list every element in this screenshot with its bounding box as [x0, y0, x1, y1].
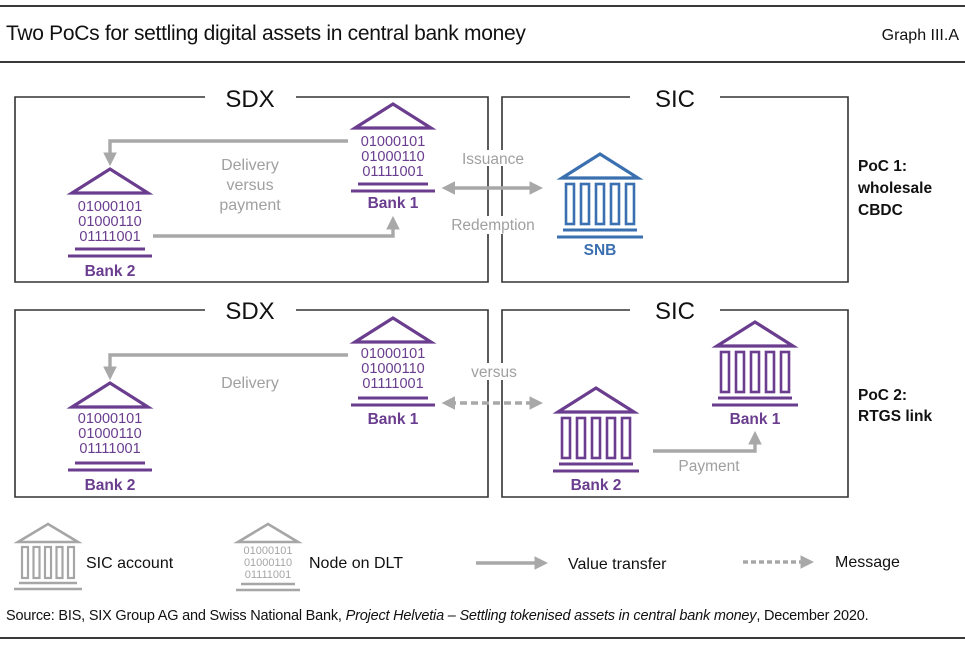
- bank-building-icon: [551, 386, 641, 473]
- poc1-dvp-label-1: Delivery: [221, 157, 279, 174]
- poc1-bank2-code-1: 01000101: [78, 199, 143, 215]
- poc2-sdx-bank1-dlt-node: 01000101 01000110 01111001: [349, 316, 437, 407]
- legend-code-3: 01111001: [245, 569, 292, 581]
- poc2-sdx-title: SDX: [225, 298, 274, 325]
- poc2-bank2-code-2: 01000110: [78, 426, 141, 442]
- poc1-bank1-code-3: 01111001: [362, 164, 423, 180]
- poc2-payment-label: Payment: [678, 458, 740, 475]
- poc1-sdx-box: [14, 96, 489, 283]
- poc1-sic-title: SIC: [655, 86, 695, 113]
- poc1-dvp-label-2: versus: [226, 177, 273, 194]
- bottom-rule: [0, 637, 965, 639]
- poc2-sic-bank1-account: [710, 320, 800, 407]
- poc1-label-3: CBDC: [858, 202, 903, 219]
- poc1-label-2: wholesale: [857, 180, 932, 197]
- label-bg: [448, 216, 540, 234]
- poc1-dvp-label-3: payment: [219, 197, 281, 214]
- poc1-redemption-label: Redemption: [451, 217, 535, 234]
- page-title: Two PoCs for settling digital assets in …: [6, 22, 526, 45]
- legend-message-label: Message: [835, 554, 900, 571]
- poc1-bank1-label: Bank 1: [368, 195, 419, 212]
- poc1-bank1-code-2: 01000110: [361, 149, 424, 165]
- poc2-bank1-code-3: 01111001: [362, 376, 423, 392]
- label-bg: [470, 363, 518, 380]
- poc2-sdx-box: [14, 309, 489, 498]
- poc2-label-2: RTGS link: [858, 408, 932, 425]
- poc2-bank1-code-2: 01000110: [361, 361, 424, 377]
- legend-sic-account: SIC account: [12, 522, 174, 591]
- legend-value-transfer: Value transfer: [476, 556, 667, 573]
- poc1-bank2-code-2: 01000110: [78, 214, 141, 230]
- poc1-bank2-code-3: 01111001: [79, 229, 140, 245]
- source-prefix: Source: BIS, SIX Group AG and Swiss Nati…: [6, 608, 346, 624]
- poc1-payment-arrow: [153, 215, 400, 238]
- header-rule: [0, 61, 965, 63]
- poc1-bank2-dlt-node: 01000101 01000110 01111001: [66, 167, 154, 258]
- poc1-snb-label: SNB: [584, 242, 617, 259]
- legend-message: Message: [743, 554, 900, 571]
- sic-account-icon: [12, 522, 84, 591]
- legend-value-transfer-label: Value transfer: [568, 556, 667, 573]
- poc1-bank1-code-1: 01000101: [361, 134, 426, 150]
- poc2-sdx-bank1-label: Bank 1: [368, 411, 419, 428]
- poc2-delivery-label: Delivery: [221, 375, 279, 392]
- poc2-versus-label: versus: [471, 364, 517, 381]
- poc2-delivery-arrow: [103, 353, 348, 381]
- poc1-group: SDX SIC 01000101 01000110 01111001 Bank …: [14, 86, 932, 283]
- poc2-payment-arrow: [653, 430, 762, 453]
- poc2-sic-bank1-label: Bank 1: [730, 411, 781, 428]
- poc2-bank1-code-1: 01000101: [361, 346, 426, 362]
- poc2-sdx-bank2-dlt-node: 01000101 01000110 01111001: [66, 381, 154, 472]
- poc2-sic-bank2-account: [551, 386, 641, 473]
- label-bg: [470, 150, 532, 166]
- poc1-bank2-label: Bank 2: [85, 263, 136, 280]
- poc2-bank2-code-3: 01111001: [79, 441, 140, 457]
- poc1-delivery-arrow: [103, 139, 348, 167]
- poc2-sic-title: SIC: [655, 298, 695, 325]
- graph-id: Graph III.A: [881, 27, 959, 44]
- source-suffix: , December 2020.: [756, 608, 869, 624]
- legend-node-on-dlt: 01000101 01000110 01111001 Node on DLT: [234, 522, 403, 592]
- poc1-bank1-dlt-node: 01000101 01000110 01111001: [349, 102, 437, 193]
- poc2-group: SDX SIC 01000101 01000110 01111001 Bank …: [14, 298, 932, 498]
- legend: SIC account 01000101 01000110 01111001 N…: [12, 522, 900, 592]
- poc2-sdx-bank2-label: Bank 2: [85, 477, 136, 494]
- bank-building-icon: [710, 320, 800, 407]
- poc2-bank2-code-1: 01000101: [78, 411, 143, 427]
- legend-code-2: 01000110: [244, 557, 292, 569]
- poc1-sic-box: [501, 96, 849, 283]
- diagram: SDX SIC 01000101 01000110 01111001 Bank …: [12, 86, 932, 592]
- poc2-sic-bank2-label: Bank 2: [571, 477, 622, 494]
- poc1-snb-sic-account: [555, 152, 645, 239]
- poc1-label-1: PoC 1:: [858, 158, 907, 175]
- poc2-sic-box: [501, 309, 849, 498]
- legend-node-on-dlt-label: Node on DLT: [309, 555, 403, 572]
- poc1-issuance-label: Issuance: [462, 151, 524, 168]
- legend-sic-account-label: SIC account: [86, 555, 174, 572]
- top-rule: [0, 5, 965, 7]
- source-note: Source: BIS, SIX Group AG and Swiss Nati…: [6, 608, 869, 624]
- source-title: Project Helvetia – Settling tokenised as…: [345, 608, 757, 624]
- poc1-sdx-title: SDX: [225, 86, 274, 113]
- legend-code-1: 01000101: [244, 545, 293, 557]
- central-bank-icon: [555, 152, 645, 239]
- poc2-label-1: PoC 2:: [858, 387, 907, 404]
